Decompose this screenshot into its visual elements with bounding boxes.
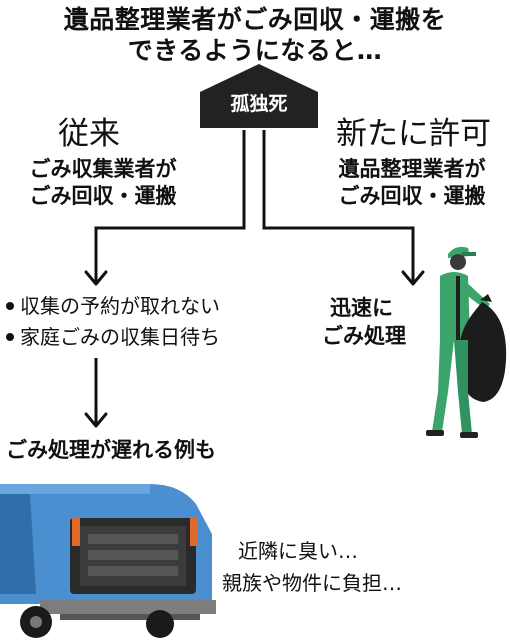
bullet-icon [6,301,14,310]
consequence-1: 近隣に臭い… [238,539,358,563]
list-item: 収集の予約が取れない [6,292,220,320]
left-result: ごみ処理が遅れる例も [6,438,216,462]
worker-with-bag-icon [426,246,507,438]
title-line-1: 遺品整理業者がごみ回収・運搬を [63,5,447,34]
bullet-icon [6,332,14,341]
list-item: 家庭ごみの収集日待ち [6,323,220,351]
left-heading: 従来 [58,116,120,152]
arrow-down-icon [84,270,108,286]
list-item-text: 収集の予約が取れない [20,294,220,318]
left-sub-line-2: ごみ回収・運搬 [29,184,177,208]
arrow-down-icon [84,412,108,428]
title-line-2: できるようになると… [127,36,383,65]
arrow-down-icon [401,270,425,286]
left-sub-line-1: ごみ収集業者が [29,157,177,181]
right-result-line-1: 迅速に [330,296,393,320]
right-sub-line-2: ごみ回収・運搬 [338,184,486,208]
center-label: 孤独死 [230,93,288,115]
right-result-line-2: ごみ処理 [322,324,406,348]
right-sub-line-1: 遺品整理業者が [338,157,486,181]
house-shape-icon [200,64,318,128]
consequence-2: 親族や物件に負担… [222,571,402,595]
garbage-truck-icon [0,484,216,638]
right-heading: 新たに許可 [336,116,491,152]
list-item-text: 家庭ごみの収集日待ち [20,325,220,349]
